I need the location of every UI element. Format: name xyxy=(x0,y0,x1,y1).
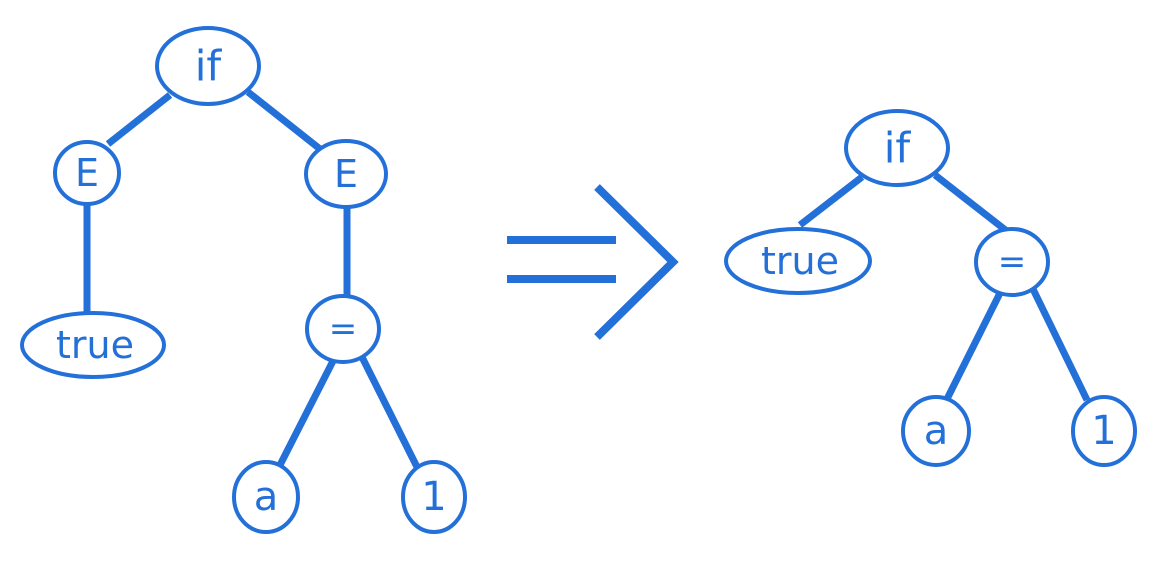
true-node-label: true xyxy=(761,239,839,283)
e-node-left-label: E xyxy=(75,151,99,195)
equals-node xyxy=(305,294,381,364)
true-node-label: true xyxy=(56,323,134,367)
transform-arrow xyxy=(507,184,679,340)
arrow-head xyxy=(594,184,679,340)
a-node xyxy=(901,395,971,467)
one-node xyxy=(401,460,467,534)
if-node xyxy=(844,109,950,187)
equals-node xyxy=(974,227,1050,297)
a-node-label: a xyxy=(254,474,279,520)
if-node-label: if xyxy=(195,42,223,91)
a-node-label: a xyxy=(924,408,949,454)
true-node xyxy=(20,311,166,379)
a-node xyxy=(232,460,300,534)
e-node-right xyxy=(304,139,388,209)
if-node-label: if xyxy=(884,124,912,173)
edge-equals-a xyxy=(275,359,337,469)
edge-equals-1 xyxy=(1028,285,1091,402)
edge-equals-a xyxy=(943,289,1005,401)
one-node-label: 1 xyxy=(1091,408,1116,454)
equals-node-label: = xyxy=(998,242,1027,282)
true-node xyxy=(724,227,872,295)
equals-node-label: = xyxy=(329,309,358,349)
one-node xyxy=(1071,395,1137,467)
if-node xyxy=(155,26,261,106)
edge-if-right-e xyxy=(245,89,323,152)
edge-if-equals xyxy=(932,172,1011,235)
edge-if-left-e xyxy=(105,92,173,147)
e-node-right-label: E xyxy=(334,152,358,196)
edge-equals-1 xyxy=(358,355,422,471)
before-tree: if E E true = a 1 xyxy=(20,26,467,534)
edge-if-true xyxy=(797,174,865,228)
after-tree: if true = a 1 xyxy=(724,109,1137,467)
e-node-left xyxy=(53,140,121,206)
one-node-label: 1 xyxy=(421,474,446,520)
